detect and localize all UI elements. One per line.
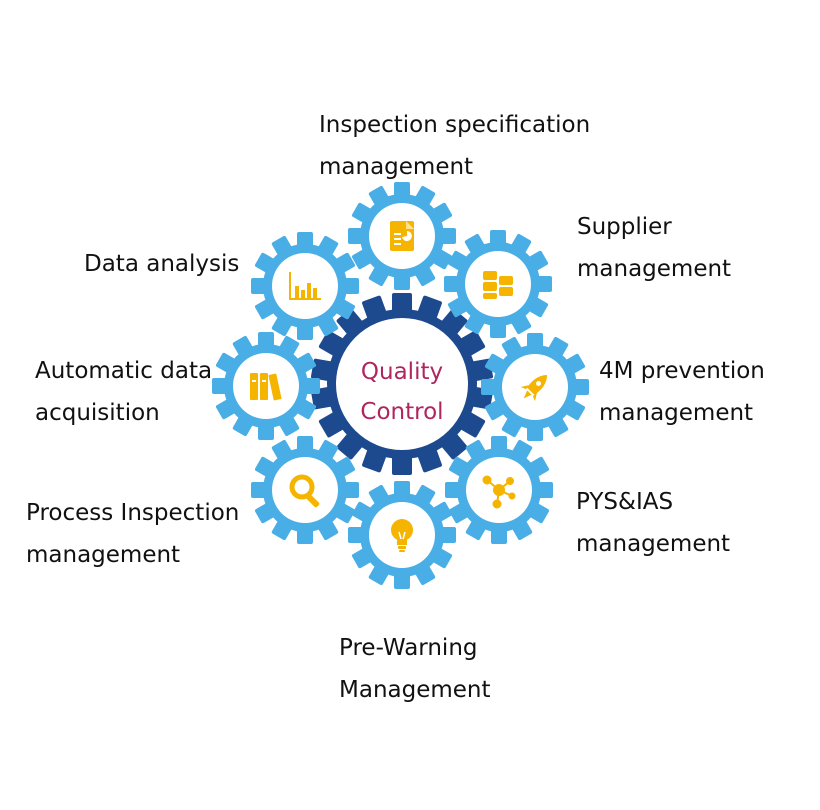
label-supplier-line1: Supplier xyxy=(577,214,672,240)
gear-automatic-data xyxy=(212,332,320,440)
label-pys-ias-line1: PYS&IAS xyxy=(576,489,674,515)
center-label: Quality Control xyxy=(338,352,466,432)
document-chart-icon xyxy=(390,221,414,251)
label-pys-ias: PYS&IAS management xyxy=(576,481,730,565)
label-supplier-line2: management xyxy=(577,256,732,282)
label-automatic-data-line1: Automatic data xyxy=(35,358,213,384)
label-pre-warning-line2: Management xyxy=(339,677,491,703)
label-inspection-spec-line1: Inspection specification xyxy=(319,112,591,138)
label-inspection-spec-line2: management xyxy=(319,154,474,180)
magnifier-icon xyxy=(289,474,320,508)
lightbulb-icon xyxy=(391,519,413,552)
label-4m-prevention-line1: 4M prevention xyxy=(599,358,765,384)
gear-4m-prevention xyxy=(481,333,589,441)
gear-process-inspection xyxy=(251,436,359,544)
bar-chart-icon xyxy=(289,272,321,300)
label-automatic-data-line2: acquisition xyxy=(35,400,160,426)
center-label-line2: Control xyxy=(360,399,444,425)
label-inspection-spec: Inspection specification management xyxy=(319,104,590,188)
label-data-analysis-line1: Data analysis xyxy=(84,251,240,277)
gear-data-analysis xyxy=(251,232,359,340)
label-pys-ias-line2: management xyxy=(576,531,731,557)
rocket-icon xyxy=(520,374,548,402)
center-label-line1: Quality xyxy=(360,359,444,385)
label-process-inspection-line2: management xyxy=(26,542,181,568)
label-4m-prevention: 4M prevention management xyxy=(599,350,765,434)
network-nodes-icon xyxy=(482,475,516,509)
label-pre-warning-line1: Pre-Warning xyxy=(339,635,478,661)
stacked-coins-icon xyxy=(483,271,513,299)
gear-pre-warning xyxy=(348,481,456,589)
label-4m-prevention-line2: management xyxy=(599,400,754,426)
label-automatic-data: Automatic data acquisition xyxy=(35,350,212,434)
label-data-analysis: Data analysis xyxy=(84,243,239,285)
label-process-inspection: Process Inspection management xyxy=(26,492,239,576)
label-supplier: Supplier management xyxy=(577,206,731,290)
gear-inspection-spec xyxy=(348,182,456,290)
gear-pys-ias xyxy=(445,436,553,544)
label-pre-warning: Pre-Warning Management xyxy=(339,627,491,711)
gear-supplier xyxy=(444,230,552,338)
center-gear xyxy=(310,293,494,475)
label-process-inspection-line1: Process Inspection xyxy=(26,500,240,526)
binders-icon xyxy=(250,373,282,401)
